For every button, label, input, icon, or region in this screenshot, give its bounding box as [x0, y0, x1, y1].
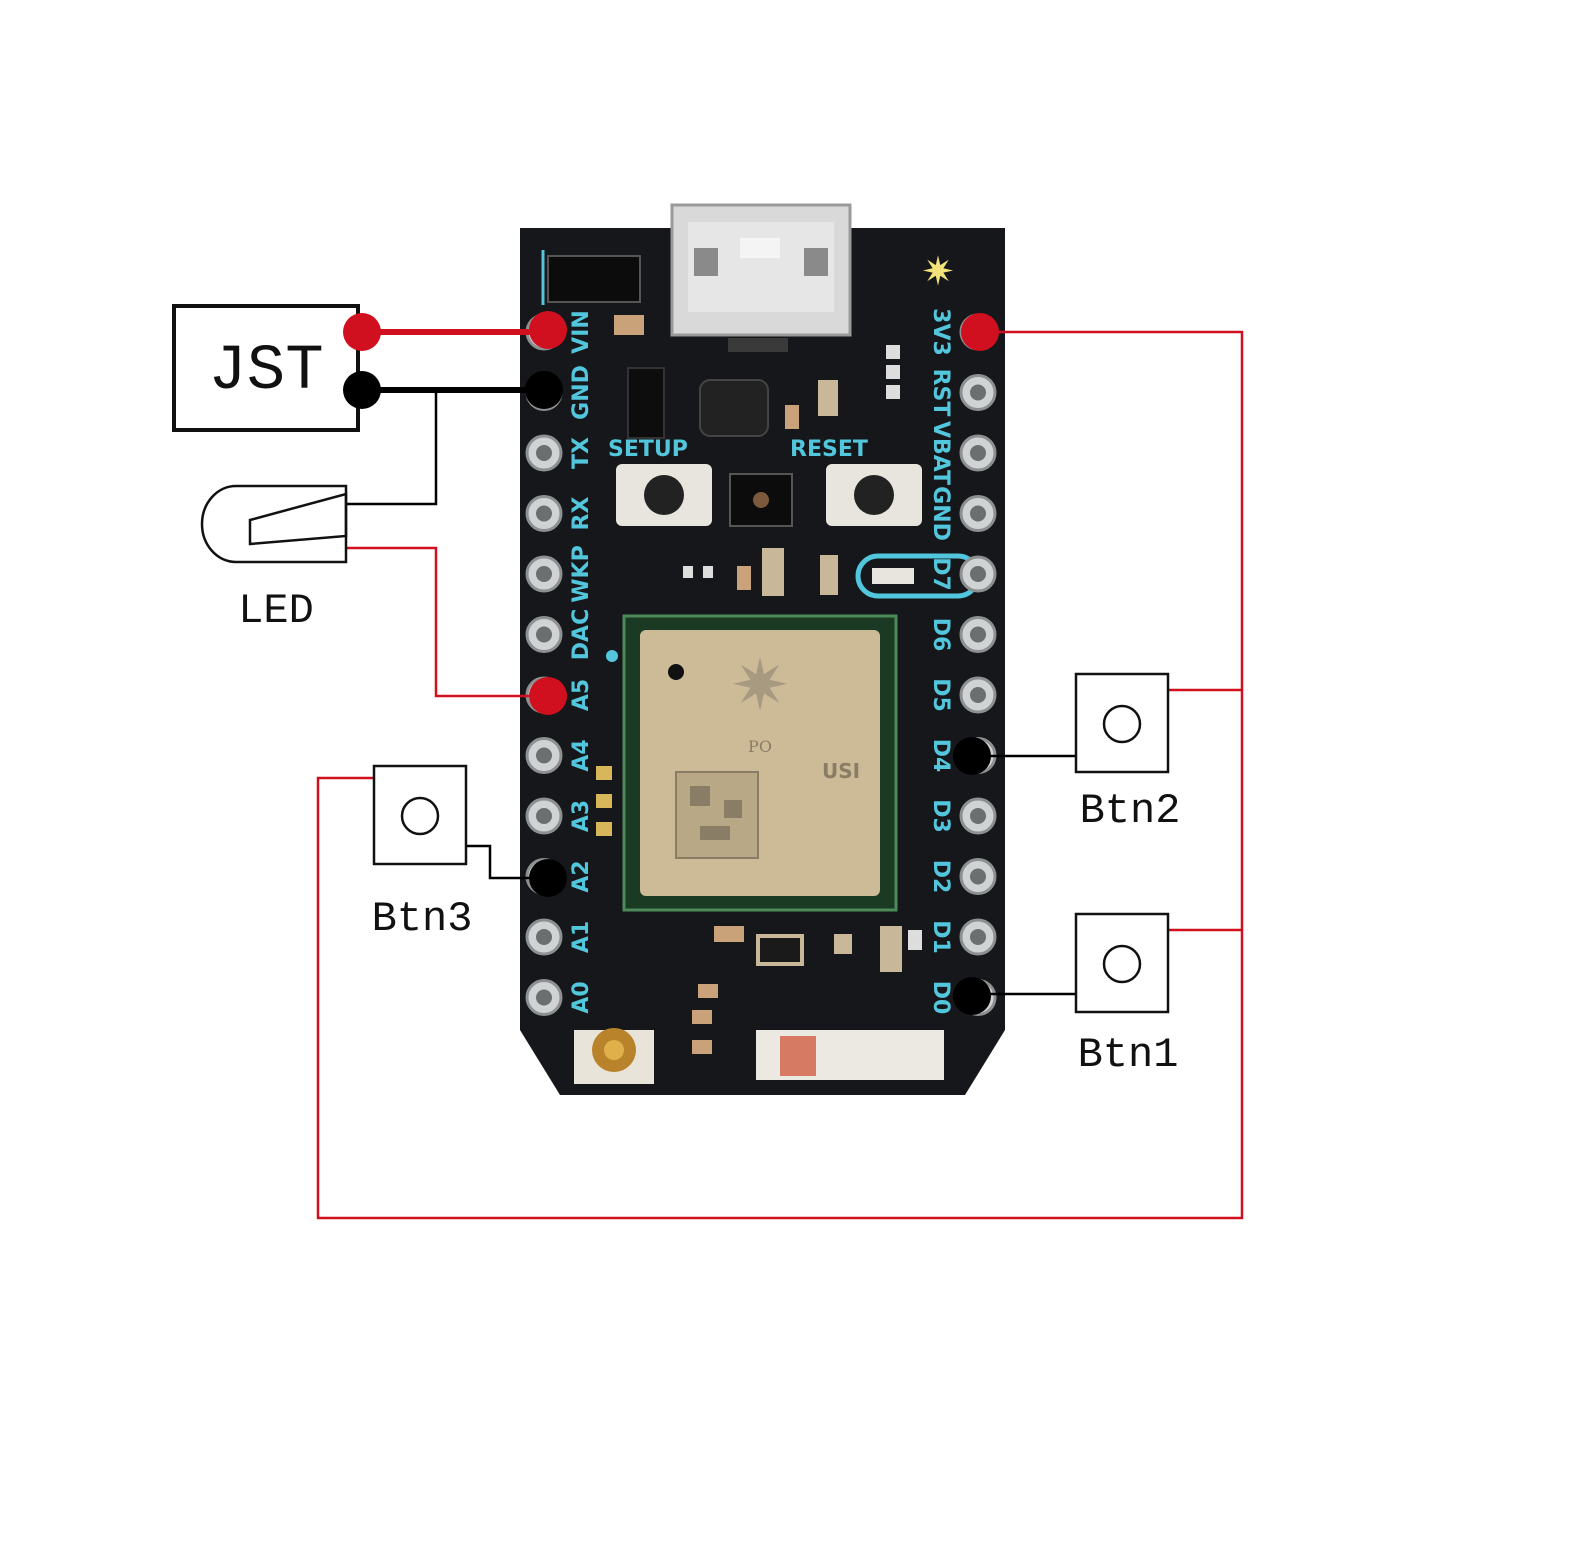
diode-component — [547, 255, 641, 303]
jst-gnd-dot — [343, 371, 381, 409]
pin-label-right-rst: RST — [928, 369, 953, 417]
pin-label-left-vin: VIN — [569, 310, 594, 354]
antenna-connector — [574, 1028, 654, 1084]
pin-label-right-d1: D1 — [928, 920, 953, 954]
pin-label-left-a1: A1 — [569, 921, 594, 953]
pin-right-d5 — [959, 676, 997, 714]
pin-left-tx — [525, 434, 563, 472]
btn2-component[interactable]: Btn2 — [1074, 672, 1181, 835]
pin-right-vbat — [959, 434, 997, 472]
3v3-pin-dot — [961, 313, 999, 351]
pin-label-right-d0: D0 — [928, 981, 953, 1015]
pin-label-left-gnd: GND — [569, 365, 594, 420]
pin-label-right-d5: D5 — [928, 678, 953, 712]
module-text: PO — [748, 737, 772, 756]
pin-label-left-a4: A4 — [569, 739, 594, 771]
pin-right-d7 — [959, 555, 997, 593]
pin-label-right-d3: D3 — [928, 799, 953, 833]
pin-label-left-a5: A5 — [569, 679, 594, 711]
btn1-label: Btn1 — [1078, 1031, 1179, 1079]
setup-button[interactable] — [616, 464, 712, 526]
pin-left-wkp — [525, 555, 563, 593]
vin-pin-dot — [529, 311, 567, 349]
pin-right-rst — [959, 374, 997, 411]
a5-pin-dot — [529, 677, 567, 715]
pin-label-left-a2: A2 — [569, 860, 594, 892]
btn3-label: Btn3 — [372, 895, 473, 943]
pin-label-right-d6: D6 — [928, 618, 953, 652]
module-brand: USI — [822, 759, 860, 783]
chip-antenna — [756, 1030, 944, 1080]
wifi-module: ✷ PO USI — [622, 614, 898, 912]
pin-label-right-d4: D4 — [928, 739, 953, 773]
wire-3v3-rail — [316, 330, 1244, 1220]
led-label: LED — [238, 587, 314, 635]
pin-label-left-a0: A0 — [569, 981, 594, 1013]
pin-left-a4 — [525, 737, 563, 774]
d4-pin-dot — [953, 737, 991, 775]
pin-left-a0 — [525, 979, 563, 1016]
jst-label: JST — [208, 336, 323, 408]
btn1-component[interactable]: Btn1 — [1074, 912, 1179, 1079]
pin-label-left-dac: DAC — [569, 609, 594, 660]
chip-component — [699, 379, 769, 437]
pin-left-a3 — [525, 797, 563, 835]
usb-connector — [670, 203, 852, 337]
wire-led-a5 — [278, 546, 548, 698]
btn2-label: Btn2 — [1080, 787, 1181, 835]
led-component: LED — [200, 484, 348, 635]
pin-label-left-tx: TX — [569, 437, 594, 469]
star-logo-icon: ✷ — [730, 643, 790, 727]
pin-label-left-rx: RX — [569, 497, 594, 531]
pin-left-rx — [525, 495, 563, 532]
star-logo-icon: ✷ — [921, 249, 955, 295]
pin-right-d2 — [959, 858, 997, 895]
wire-led-gnd — [346, 392, 438, 506]
connection-dots — [343, 311, 999, 1015]
pin-right-gnd — [959, 495, 997, 532]
jst-vin-dot — [343, 313, 381, 351]
reset-label: RESET — [790, 437, 868, 462]
reset-button[interactable] — [826, 464, 922, 526]
photon-board: ✷ SETUP RESET — [520, 203, 1005, 1095]
pin-right-d6 — [959, 616, 997, 653]
pin-label-right-d2: D2 — [928, 860, 953, 894]
pin-left-a1 — [525, 918, 563, 956]
pin-right-d3 — [959, 797, 997, 835]
btn3-component[interactable]: Btn3 — [372, 764, 473, 943]
jst-connector: JST — [172, 304, 360, 432]
pin-right-d1 — [959, 918, 997, 956]
pin-left-dac — [525, 616, 563, 653]
a2-pin-dot — [529, 859, 567, 897]
gnd-pin-dot — [525, 371, 563, 409]
pin-label-right-3v3: 3V3 — [928, 308, 953, 356]
pin-label-right-vbat: VBAT — [928, 421, 953, 485]
setup-label: SETUP — [608, 437, 688, 462]
qr-code — [675, 771, 759, 859]
pin-label-right-d7: D7 — [928, 557, 953, 591]
d0-pin-dot — [953, 977, 991, 1015]
pin-label-left-wkp: WKP — [569, 545, 594, 602]
pin-label-left-a3: A3 — [569, 800, 594, 832]
pin-label-right-gnd: GND — [928, 486, 953, 541]
